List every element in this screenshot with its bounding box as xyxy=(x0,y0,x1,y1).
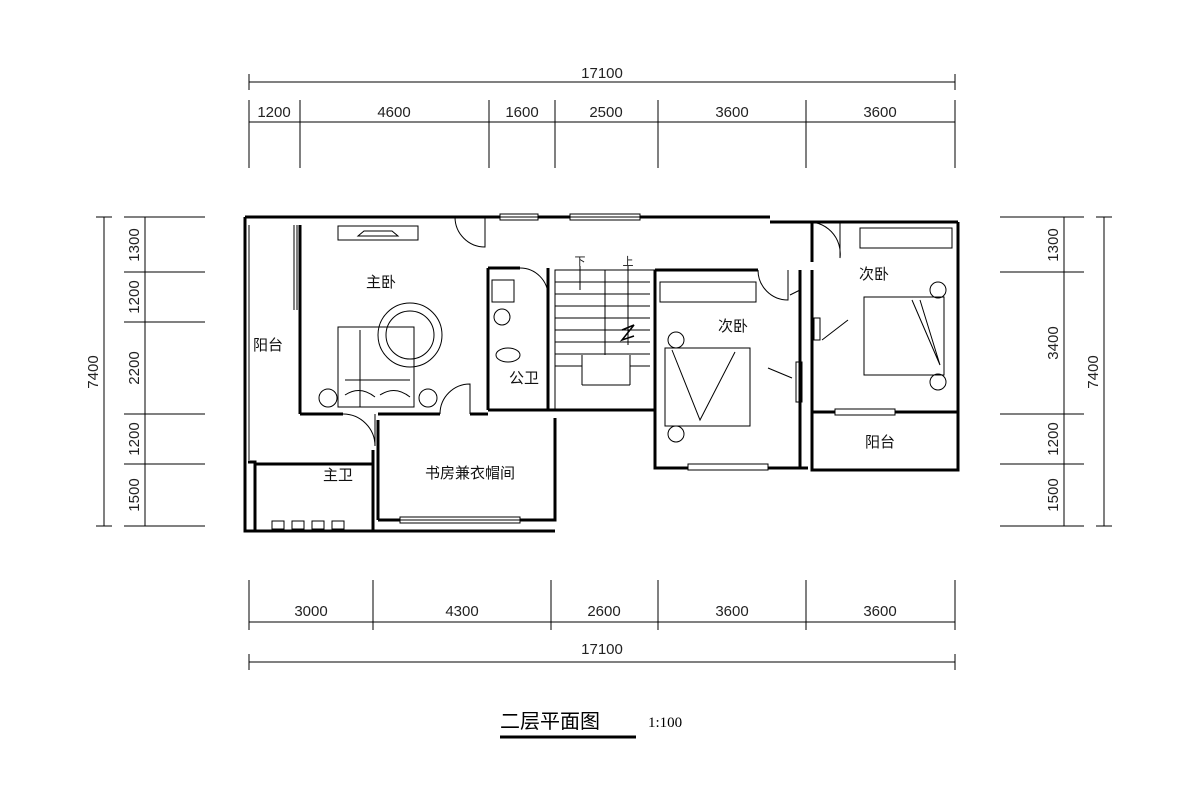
top-dimension-3: 1600 xyxy=(505,104,538,121)
washing-machine xyxy=(491,279,515,303)
bed-bedroom-2 xyxy=(664,347,751,427)
stair-break-mark xyxy=(619,324,635,342)
room-label-public-bath: 公卫 xyxy=(509,369,539,387)
window-bedroom-2 xyxy=(687,463,769,471)
bottom-dimension-1: 3000 xyxy=(294,603,327,620)
bottom-dimension-4: 3600 xyxy=(715,603,748,620)
room-labels: 主卧 阳台 公卫 主卫 书房兼衣帽间 次卧 次卧 阳台 xyxy=(253,265,895,484)
room-label-balcony-left: 阳台 xyxy=(253,336,283,354)
bed-cover-2 xyxy=(671,349,736,422)
bottom-dimensions: 3000 4300 2600 3600 3600 17100 xyxy=(248,580,956,670)
vent-block-1 xyxy=(271,520,285,530)
left-dimension-5: 1500 xyxy=(126,478,143,511)
right-dimension-2: 3400 xyxy=(1045,326,1062,359)
sink-icon xyxy=(493,308,511,326)
drawing-scale: 1:100 xyxy=(648,715,682,731)
right-dimension-3: 1200 xyxy=(1045,422,1062,455)
bottom-dimension-2: 4300 xyxy=(445,603,478,620)
drawing-title: 二层平面图 xyxy=(500,709,600,733)
stair-down-label: 下 xyxy=(575,255,586,268)
tv-cabinet xyxy=(337,225,419,241)
bottom-dimension-5: 3600 xyxy=(863,603,896,620)
tv-icon xyxy=(356,230,400,237)
top-dimension-5: 3600 xyxy=(715,104,748,121)
bed-bedroom-3 xyxy=(863,296,945,376)
windows xyxy=(248,213,896,530)
bed-cover-3 xyxy=(911,299,941,366)
drawing-title-block: 二层平面图 1:100 xyxy=(500,709,682,739)
staircase: 下 上 xyxy=(554,255,656,411)
top-total-dimension: 17100 xyxy=(581,65,623,82)
top-dimension-1: 1200 xyxy=(257,104,290,121)
left-dimension-2: 1200 xyxy=(126,280,143,313)
pillow-icon xyxy=(344,390,376,398)
room-label-bedroom-2: 次卧 xyxy=(718,317,748,335)
master-bed xyxy=(337,326,415,408)
doors xyxy=(342,216,841,447)
room-label-master-bath: 主卫 xyxy=(323,466,353,484)
window-balcony-right xyxy=(834,408,896,416)
left-dimension-3: 2200 xyxy=(126,351,143,384)
left-total-dimension: 7400 xyxy=(85,355,102,388)
left-dimensions: 7400 1300 1200 2200 1200 1500 xyxy=(85,216,205,527)
desk-bedroom-2 xyxy=(795,361,803,403)
wardrobe-bedroom-2 xyxy=(659,281,757,303)
toilet-icon xyxy=(495,347,521,363)
desk-bedroom-3 xyxy=(813,317,821,341)
top-dimension-6: 3600 xyxy=(863,104,896,121)
nightstand-b2-bottom xyxy=(667,425,685,443)
bottom-dimension-3: 2600 xyxy=(587,603,620,620)
bottom-total-dimension: 17100 xyxy=(581,641,623,658)
top-dimension-2: 4600 xyxy=(377,104,410,121)
stair-up-label: 上 xyxy=(623,255,634,268)
stair-treads xyxy=(555,281,650,367)
right-total-dimension: 7400 xyxy=(1085,355,1102,388)
right-dimensions: 7400 1300 3400 1200 1500 xyxy=(1000,216,1112,527)
round-sofa xyxy=(377,302,443,368)
furniture xyxy=(318,225,953,443)
nightstand-b3-bottom xyxy=(929,373,947,391)
wardrobe-bedroom-3 xyxy=(859,227,953,249)
room-label-study-closet: 书房兼衣帽间 xyxy=(425,464,515,482)
left-dimension-1: 1300 xyxy=(126,228,143,261)
room-label-balcony-right: 阳台 xyxy=(865,433,895,451)
right-dimension-1: 1300 xyxy=(1045,228,1062,261)
left-dimension-4: 1200 xyxy=(126,422,143,455)
room-label-master-bedroom: 主卧 xyxy=(366,273,396,291)
right-dimension-4: 1500 xyxy=(1045,478,1062,511)
nightstand-b2-top xyxy=(667,331,685,349)
vent-block-3 xyxy=(311,520,325,530)
top-dimensions: 17100 1200 4600 1600 2500 3600 3600 xyxy=(248,65,956,168)
top-dimension-4: 2500 xyxy=(589,104,622,121)
nightstand-left xyxy=(318,388,338,408)
vent-block-2 xyxy=(291,520,305,530)
vent-block-4 xyxy=(331,520,345,530)
nightstand-b3-top xyxy=(929,281,947,299)
nightstand-right xyxy=(418,388,438,408)
room-label-bedroom-3: 次卧 xyxy=(859,265,889,283)
